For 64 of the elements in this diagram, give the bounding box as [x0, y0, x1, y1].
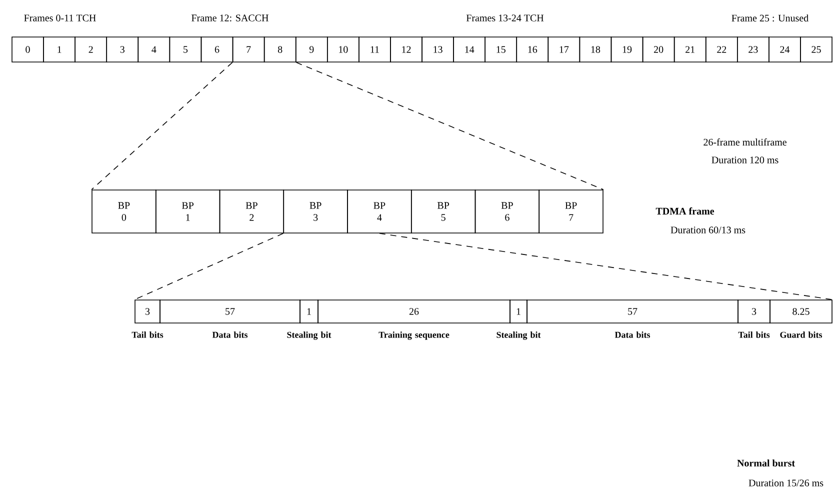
zoom-line	[91, 62, 233, 190]
field-caption: Data bits	[614, 332, 650, 338]
timeslot-cell: BP 3	[283, 190, 348, 234]
frame-cell: 24	[768, 36, 801, 62]
frame-cell: 11	[358, 36, 391, 62]
field-caption: Guard bits	[780, 332, 822, 338]
frame-cell: 10	[326, 36, 360, 62]
frame-cell: 22	[705, 36, 738, 62]
burst-field: 26	[318, 300, 510, 324]
frame-cell: 12	[390, 36, 422, 62]
label: Duration 60/13 ms	[670, 226, 746, 234]
frame-cell: 25	[800, 36, 832, 62]
frame-cell: 3	[106, 36, 139, 62]
timeslot-cell: BP 1	[155, 190, 220, 234]
zoom-line	[379, 233, 833, 300]
zoom-line	[134, 233, 284, 300]
label: Frame 25 : Unused	[732, 14, 808, 22]
label: Frames 13-24 TCH	[466, 14, 544, 22]
frame-cell: 9	[295, 36, 328, 62]
timeslot-cell: BP 4	[347, 190, 412, 234]
frame-cell: 13	[422, 36, 454, 62]
label: Duration 120 ms	[712, 156, 778, 164]
label: Frames 0-11 TCH	[24, 14, 96, 22]
label: 26-frame multiframe	[704, 138, 786, 146]
frame-cell: 16	[516, 36, 549, 62]
frame-cell: 8	[264, 36, 296, 62]
burst-field: 1	[510, 300, 528, 324]
timeslot-cell: BP 0	[92, 190, 156, 234]
frame-cell: 6	[200, 36, 234, 62]
frame-cell: 19	[610, 36, 644, 62]
zoom-line	[296, 62, 604, 190]
timeslot-cell: BP 5	[410, 190, 476, 234]
timeslot-cell: BP 2	[219, 190, 284, 234]
frame-cell: 4	[138, 36, 170, 62]
label: TDMA frame	[656, 207, 714, 215]
label: Normal burst	[737, 459, 795, 467]
frame-cell: 2	[74, 36, 108, 62]
burst-field: 8.25	[770, 300, 832, 324]
frame-cell: 18	[579, 36, 612, 62]
frame-cell: 21	[674, 36, 706, 62]
label: Duration 15/26 ms	[748, 480, 824, 486]
frame-cell: 15	[484, 36, 518, 62]
field-caption: Training sequence	[378, 332, 450, 340]
field-caption: Data bits	[212, 332, 248, 338]
field-caption: Tail bits	[132, 332, 164, 338]
frame-cell: 0	[12, 36, 44, 62]
field-caption: Tail bits	[738, 332, 770, 338]
timeslot-cell: BP 6	[474, 190, 540, 234]
timeslot-cell: BP 7	[538, 190, 604, 234]
frame-cell: 7	[232, 36, 265, 62]
burst-field: 3	[134, 300, 160, 324]
field-caption: Stealing bit	[287, 332, 332, 340]
frame-cell: 14	[453, 36, 486, 62]
frame-cell: 20	[642, 36, 675, 62]
burst-field: 3	[738, 300, 770, 324]
burst-field: 57	[160, 300, 300, 324]
burst-field: 57	[526, 300, 738, 324]
frame-cell: 23	[737, 36, 770, 62]
frame-cell: 1	[43, 36, 76, 62]
frame-cell: 5	[169, 36, 202, 62]
field-caption: Stealing bit	[496, 332, 541, 340]
burst-field: 1	[300, 300, 318, 324]
label: Frame 12: SACCH	[192, 14, 268, 22]
frame-cell: 17	[548, 36, 580, 62]
